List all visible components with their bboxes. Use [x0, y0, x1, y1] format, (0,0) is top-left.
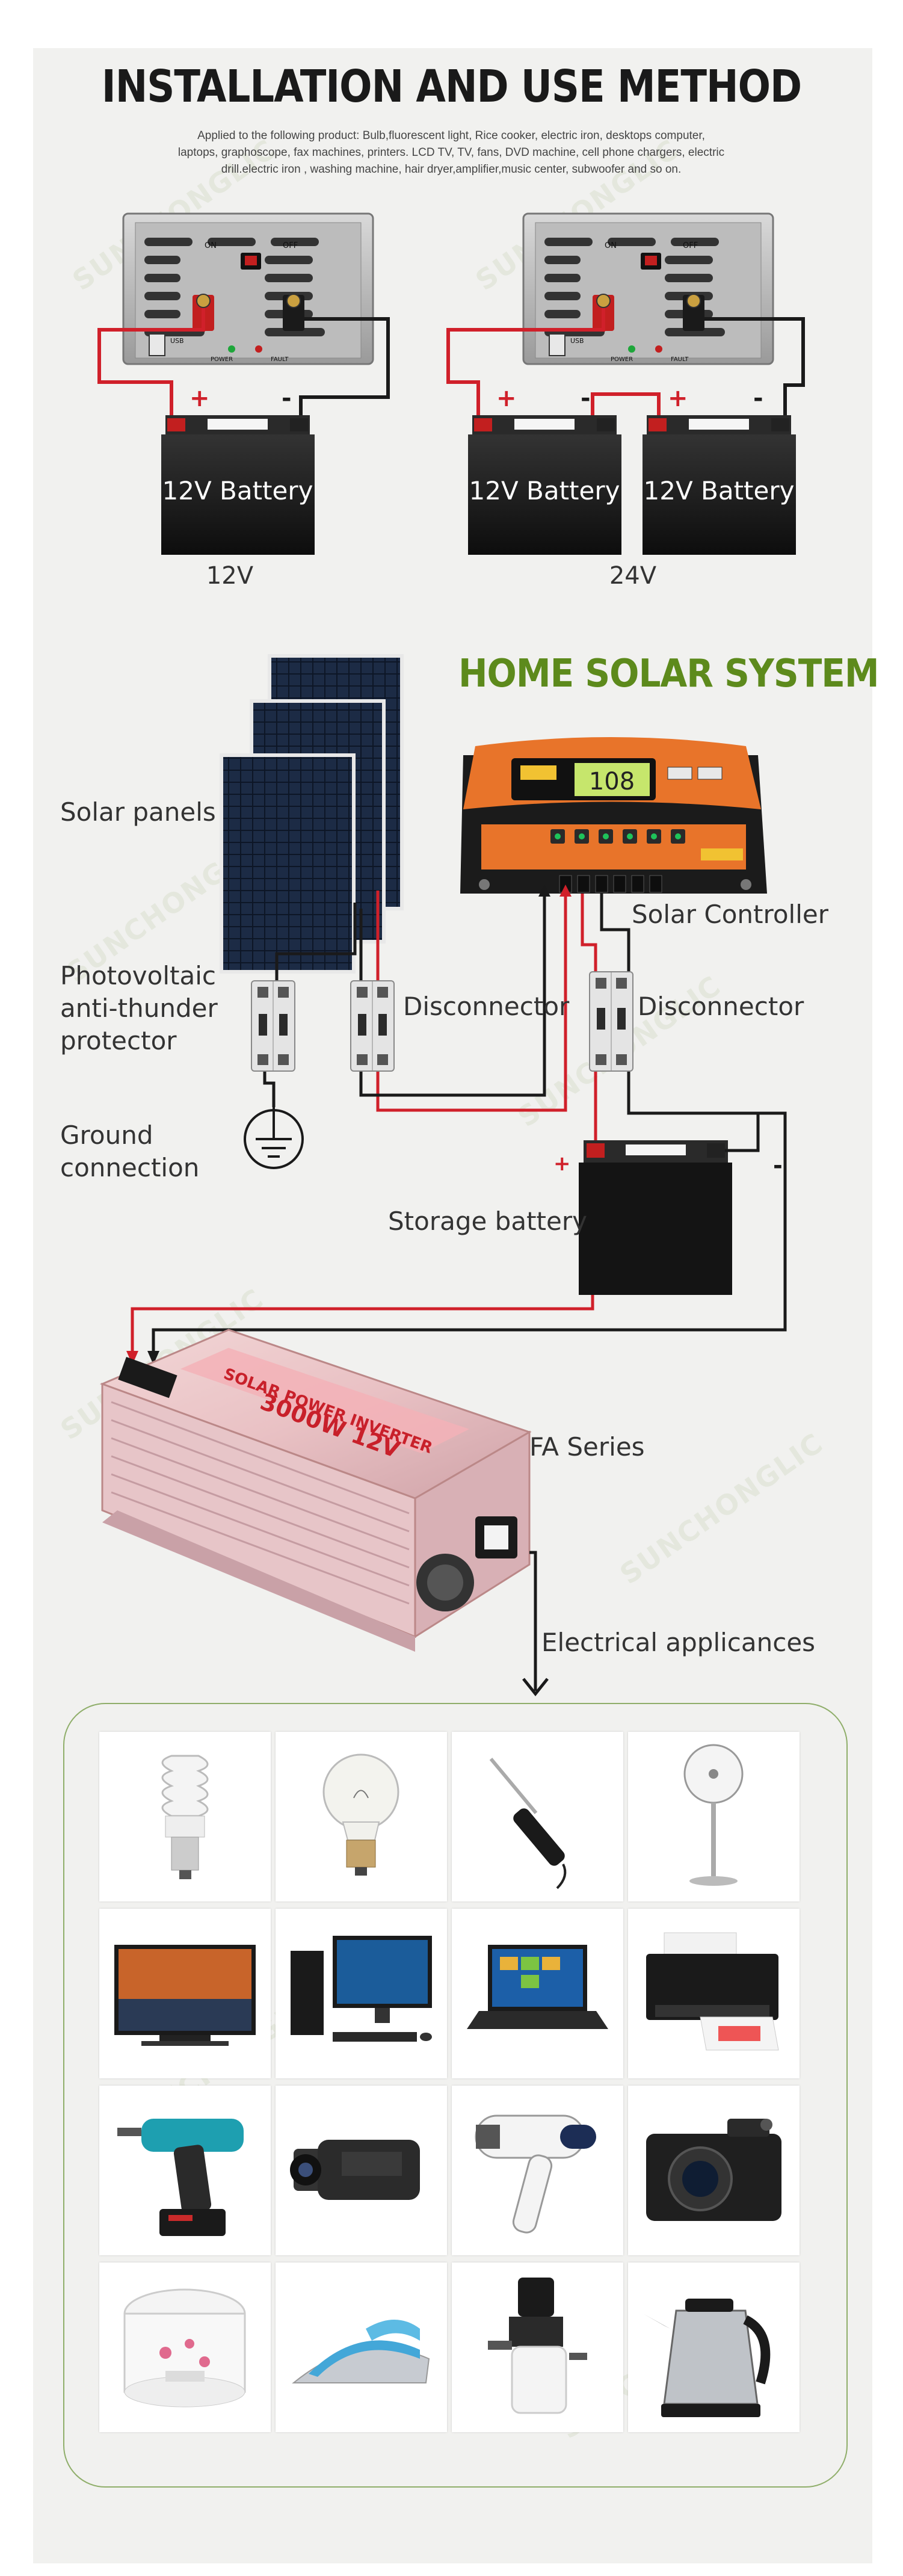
rice-cooker-icon	[99, 2262, 271, 2432]
fa-series-inverter: SOLAR POWER INVERTER 3000W 12V	[99, 1329, 532, 1652]
incandescent-bulb-icon	[276, 1732, 447, 1901]
page-title: INSTALLATION AND USE METHOD	[101, 61, 802, 113]
svg-text:POWER: POWER	[211, 356, 233, 363]
disconnector-2	[589, 971, 633, 1072]
svg-text:-: -	[581, 385, 591, 412]
svg-text:OFF: OFF	[283, 241, 298, 250]
subtitle-line: Applied to the following product: Bulb,f…	[197, 129, 705, 142]
installation-diagram: ON OFF USB POWER FAULT + - 12V Battery 1…	[97, 212, 805, 590]
hair-dryer-icon	[452, 2086, 623, 2255]
svg-text:+: +	[553, 1152, 571, 1176]
pv-protector-line: Photovoltaic	[60, 961, 216, 990]
camcorder-icon	[276, 2086, 447, 2255]
svg-text:ON: ON	[205, 241, 217, 250]
applied-products-text: Applied to the following product: Bulb,f…	[120, 128, 782, 178]
disconnector-1	[350, 980, 395, 1072]
svg-text:USB: USB	[170, 337, 184, 345]
electrical-appliances-label: Electrical applicances	[541, 1628, 816, 1657]
svg-text:FAULT: FAULT	[671, 356, 689, 363]
svg-text:OFF: OFF	[683, 241, 698, 250]
svg-text:+: +	[190, 385, 210, 412]
svg-text:-: -	[773, 1152, 783, 1179]
home-solar-system-title: HOME SOLAR SYSTEM	[458, 650, 880, 696]
electric-kettle-icon	[628, 2262, 800, 2432]
svg-text:+: +	[496, 385, 517, 412]
solar-controller-label: Solar Controller	[632, 900, 828, 929]
standing-fan-icon	[628, 1732, 800, 1901]
camera-icon	[628, 2086, 800, 2255]
voltage-24v-label: 24V	[609, 562, 657, 590]
printer-icon	[628, 1909, 800, 2078]
svg-text:+: +	[668, 385, 688, 412]
storage-battery	[579, 1140, 732, 1295]
battery-24v-right: 12V Battery	[643, 415, 796, 555]
voltage-12v-label: 12V	[206, 562, 254, 590]
svg-text:-: -	[753, 385, 763, 412]
inverter-front-12v: ON OFF USB POWER FAULT	[122, 212, 374, 365]
battery-label: 12V Battery	[469, 476, 620, 505]
ground-connection-icon	[244, 1107, 304, 1169]
pv-protector-label: Photovoltaic anti-thunder protector	[60, 960, 218, 1057]
svg-text:USB: USB	[570, 337, 584, 345]
pv-protector-line: protector	[60, 1026, 177, 1055]
svg-text:FAULT: FAULT	[271, 356, 289, 363]
disconnector-label-2: Disconnector	[638, 992, 804, 1021]
solar-panels	[220, 654, 404, 974]
svg-text:POWER: POWER	[611, 356, 633, 363]
inverter-front-24v: ON OFF USB POWER FAULT	[522, 212, 774, 365]
desktop-computer-icon	[276, 1909, 447, 2078]
battery-24v-left: 12V Battery	[468, 415, 621, 555]
cfl-bulb-icon	[99, 1732, 271, 1901]
controller-display: 108	[589, 768, 635, 795]
ground-line: Ground	[60, 1120, 153, 1150]
battery-label: 12V Battery	[644, 476, 795, 505]
solar-controller: 108	[460, 737, 767, 894]
pv-protector-breaker	[251, 980, 295, 1072]
laptop-icon	[452, 1909, 623, 2078]
solar-system-diagram: 108	[99, 654, 787, 1697]
ground-connection-label: Ground connection	[60, 1119, 199, 1184]
battery-12v: 12V Battery	[161, 415, 315, 555]
clothes-iron-icon	[276, 2262, 447, 2432]
cordless-drill-icon	[99, 2086, 271, 2255]
solar-panels-label: Solar panels	[60, 797, 216, 827]
appliances-frame	[63, 1703, 848, 2488]
soldering-iron-icon	[452, 1732, 623, 1901]
lcd-tv-icon	[99, 1909, 271, 2078]
subtitle-line: laptops, graphoscope, fax machines, prin…	[177, 146, 725, 159]
pv-protector-line: anti-thunder	[60, 993, 218, 1023]
storage-battery-label: Storage battery	[388, 1206, 587, 1236]
juicer-icon	[452, 2262, 623, 2432]
battery-label: 12V Battery	[162, 476, 313, 505]
ground-line: connection	[60, 1153, 200, 1182]
fa-series-label: FA Series	[529, 1432, 645, 1462]
svg-text:ON: ON	[605, 241, 617, 250]
disconnector-label-1: Disconnector	[403, 992, 570, 1021]
subtitle-line: drill.electric iron , washing machine, h…	[221, 163, 682, 176]
svg-text:-: -	[282, 385, 292, 412]
